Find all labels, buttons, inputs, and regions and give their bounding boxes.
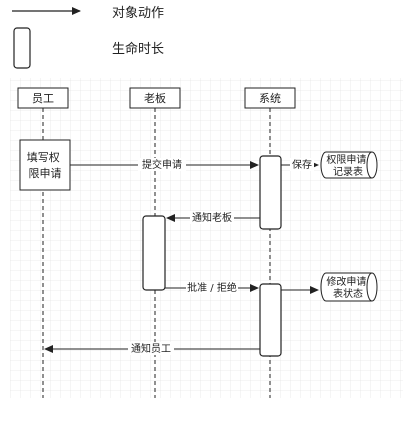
note-fill-form-line1: 填写权	[27, 150, 60, 164]
database-permission-store-text: 权限申请 记录表	[326, 153, 369, 178]
participant-system-label: 系统	[259, 92, 281, 105]
legend-lifetime-bar	[13, 27, 31, 69]
activation-system-2	[259, 283, 282, 357]
message-approve-bg	[186, 281, 238, 294]
db-modify-line1: 修改申请	[326, 275, 366, 288]
note-fill-form	[19, 139, 71, 191]
legend-lifetime-label: 生命时长	[112, 42, 165, 57]
message-submit-bg	[138, 158, 186, 171]
note-fill-form-line2: 限申请	[29, 167, 62, 180]
db-store-line1: 权限申请	[326, 153, 366, 166]
message-submit-label: 提交申请	[142, 158, 182, 171]
message-approve-label: 批准 / 拒绝	[187, 281, 237, 294]
database-modify-status	[320, 272, 378, 302]
message-save-bg	[290, 158, 314, 171]
legend-arrow-label: 对象动作	[112, 6, 165, 21]
message-save-label: 保存	[292, 158, 312, 171]
note-fill-form-text: 填写权 限申请	[27, 150, 64, 180]
grid-canvas	[10, 78, 403, 398]
message-notify-boss-bg	[190, 211, 234, 224]
db-store-line2: 记录表	[333, 165, 363, 178]
database-permission-store	[320, 151, 378, 179]
message-notify-employee-bg	[128, 342, 174, 355]
database-modify-status-text: 修改申请 表状态	[326, 275, 369, 300]
participant-employee-label: 员工	[32, 92, 54, 105]
activation-boss	[142, 215, 166, 291]
participant-boss-label: 老板	[144, 91, 166, 105]
activation-system-1	[259, 155, 282, 230]
db-modify-line2: 表状态	[333, 287, 363, 300]
message-notify-boss-label: 通知老板	[192, 211, 232, 224]
message-notify-employee-label: 通知员工	[131, 342, 171, 355]
